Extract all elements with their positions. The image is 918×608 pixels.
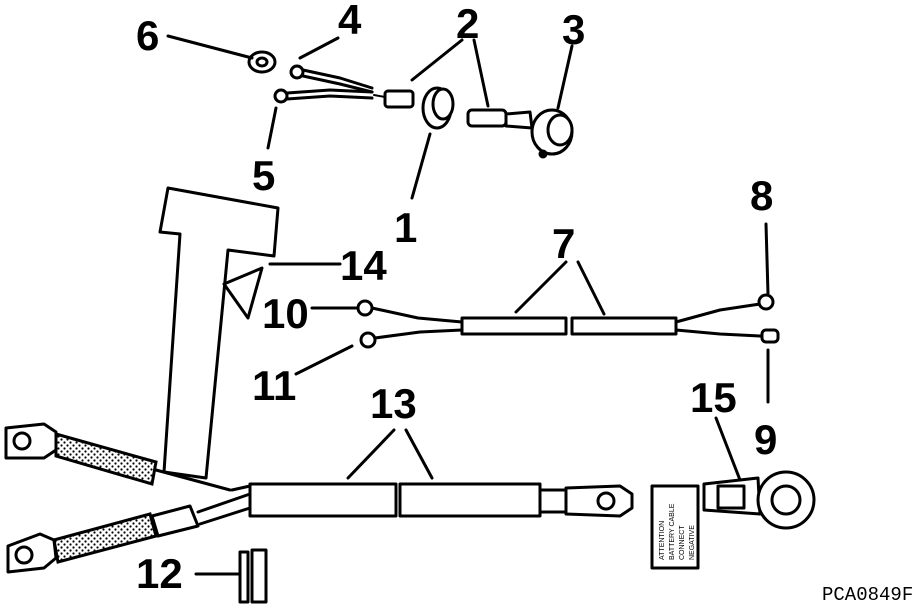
battery-cable-upper-part — [4, 422, 232, 492]
battery-terminal-part — [702, 470, 816, 530]
battery-cable-main-part — [230, 482, 634, 518]
ring-terminal-lower-part — [273, 88, 374, 104]
boot-ring-part — [421, 86, 455, 130]
battery-cable-lower-part — [6, 492, 252, 574]
clip-part — [238, 548, 268, 604]
callout-7: 7 — [552, 220, 575, 267]
tag-line-4: NEGATIVE — [689, 525, 696, 560]
tag-line-2: BATTERY CABLE — [669, 503, 676, 560]
callout-8: 8 — [750, 172, 773, 219]
callout-15: 15 — [690, 374, 737, 421]
callout-13: 13 — [370, 380, 417, 427]
callout-11: 11 — [252, 362, 296, 409]
connector-part — [373, 89, 508, 128]
callout-4: 4 — [338, 0, 362, 43]
callout-9: 9 — [754, 416, 777, 463]
tag-line-1: ATTENTION — [659, 521, 666, 560]
leader-lines — [166, 34, 770, 576]
ring-terminal-upper-part — [289, 64, 374, 94]
tag-line-3: CONNECT — [679, 525, 686, 560]
callout-10: 10 — [262, 290, 309, 337]
callout-5: 5 — [252, 152, 275, 199]
callout-14: 14 — [340, 242, 387, 289]
wire-harness-part — [356, 293, 780, 349]
caution-tag-part: ATTENTION BATTERY CABLE CONNECT NEGATIVE — [650, 484, 700, 570]
warning-decal-part — [158, 186, 280, 480]
switch-part — [504, 108, 574, 159]
figure-code: PCA0849F — [822, 584, 913, 606]
callout-3: 3 — [562, 6, 585, 53]
callout-12: 12 — [136, 550, 183, 597]
nut-part — [247, 50, 277, 74]
callout-2: 2 — [456, 0, 479, 47]
callout-1: 1 — [394, 204, 417, 251]
callout-6: 6 — [136, 12, 159, 59]
